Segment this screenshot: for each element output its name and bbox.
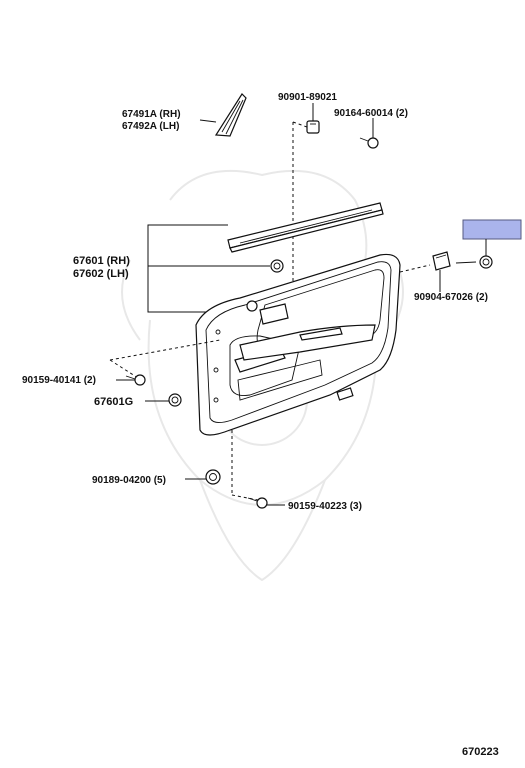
label-90189[interactable]: 90189-04200 (5) xyxy=(92,475,166,486)
part-90901-clip[interactable] xyxy=(306,120,320,134)
label-90901[interactable]: 90901-89021 xyxy=(278,92,337,103)
part-90164-screw[interactable] xyxy=(359,137,379,149)
part-90189-clip[interactable] xyxy=(205,469,221,485)
dash-line-clip xyxy=(292,121,308,128)
part-door-trim-panel[interactable] xyxy=(195,253,401,436)
label-90904[interactable]: 90904-67026 (2) xyxy=(414,292,488,303)
label-67491a[interactable]: 67491A (RH) xyxy=(122,109,181,120)
highlight-box[interactable] xyxy=(462,219,522,240)
part-67491a-trim-triangle[interactable] xyxy=(214,93,247,137)
label-90159b[interactable]: 90159-40223 (3) xyxy=(288,501,362,512)
label-90164[interactable]: 90164-60014 (2) xyxy=(334,108,408,119)
label-90159a[interactable]: 90159-40141 (2) xyxy=(22,375,96,386)
label-67602[interactable]: 67602 (LH) xyxy=(73,268,129,280)
label-67492a[interactable]: 67492A (LH) xyxy=(122,121,179,132)
dash-line-right xyxy=(399,264,431,273)
bracket-67601 xyxy=(147,224,245,313)
part-belt-moulding[interactable] xyxy=(227,202,384,253)
diagram-number: 670223 xyxy=(462,746,499,758)
part-90159-40141-screw[interactable] xyxy=(125,374,146,386)
dash-line-left xyxy=(109,339,221,361)
part-67601g-clip[interactable] xyxy=(168,393,182,407)
label-67601[interactable]: 67601 (RH) xyxy=(73,255,130,267)
leader-67491a xyxy=(199,119,217,123)
dash-line-left-screw xyxy=(109,359,139,379)
part-90904-clip[interactable] xyxy=(432,251,493,271)
part-90159-40223-screw[interactable] xyxy=(247,497,268,509)
part-67601-clip[interactable] xyxy=(270,259,284,273)
dash-line-bottom-screw xyxy=(231,494,259,501)
label-67601g[interactable]: 67601G xyxy=(94,396,133,408)
